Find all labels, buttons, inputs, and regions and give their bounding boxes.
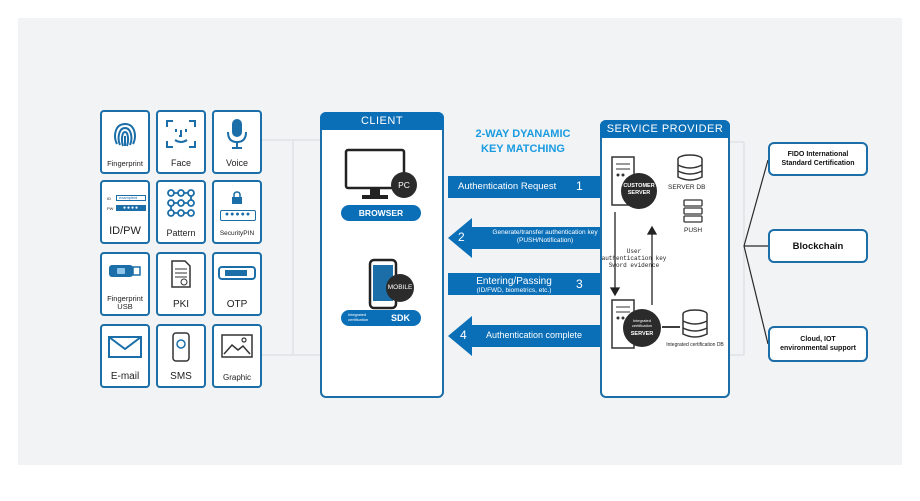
step-3-text: Entering/Passing (ID/FWD, biometrics, et…: [458, 276, 570, 295]
method-graphic: Graphic: [212, 324, 262, 388]
pw-field-label: PW: [107, 206, 114, 211]
mobile-badge: MOBILE: [386, 274, 414, 302]
evidence-label: User authentication key Sword evidence: [596, 248, 672, 269]
heading-line1: 2-WAY DYANAMIC: [475, 128, 571, 140]
service-provider-title: SERVICE PROVIDER: [600, 120, 730, 138]
step-2-line1: Generate/transfer authentication key: [492, 229, 598, 236]
sdk-label: Integrated certification SDK: [341, 310, 421, 326]
microphone-icon: [227, 119, 247, 149]
usb-icon: [109, 265, 141, 277]
step-4-text: Authentication complete: [486, 330, 583, 340]
integrated-db-icon: [682, 309, 708, 338]
method-label: SecurityPIN: [219, 230, 255, 238]
pin-dots-icon: ●●●●●: [220, 210, 256, 221]
method-label: Graphic: [222, 372, 251, 382]
step-4-number: 4: [460, 328, 467, 342]
method-fingerprint: Fingerprint: [100, 110, 150, 174]
method-fingerprint-usb: Fingerprint USB: [100, 252, 150, 316]
method-pki: PKI: [156, 252, 206, 316]
push-label: PUSH: [684, 227, 703, 234]
pw-field-icon: ●●●●: [116, 205, 146, 211]
server-db-label: SERVER DB: [668, 184, 706, 191]
step-2-number: 2: [458, 230, 465, 244]
customer-server-label: CUSTOMER SERVER: [623, 183, 655, 196]
integrated-server-badge: Integrated certification SERVER: [623, 309, 661, 347]
step-2-text: Generate/transfer authentication key (PU…: [479, 229, 611, 245]
blockchain-label: Blockchain: [792, 240, 844, 252]
monitor-icon: [344, 148, 406, 199]
step-1-text: Authentication Request: [458, 181, 557, 192]
image-icon: [221, 334, 253, 358]
step-1-number: 1: [576, 179, 583, 193]
id-field-label: ID: [107, 196, 111, 201]
pc-badge: PC: [391, 172, 417, 198]
method-label: ID/PW: [109, 225, 141, 238]
fido-line1: FIDO International: [787, 151, 849, 158]
method-label: Fingerprint USB: [107, 294, 143, 312]
customer-server-badge: CUSTOMER SERVER: [621, 173, 657, 209]
server-db-link: [662, 326, 680, 328]
integrated-db-label: Integrated certification DB: [666, 342, 724, 348]
pattern-icon: [167, 189, 195, 217]
method-label: Face: [170, 157, 191, 168]
arrow-step-4: [448, 316, 618, 356]
method-securitypin: ●●●●● SecurityPIN: [212, 180, 262, 244]
method-label: PKI: [172, 298, 190, 310]
cloud-line2: environmental support: [780, 345, 856, 352]
fido-certification-box: FIDO International Standard Certificatio…: [768, 142, 868, 176]
method-label: E-mail: [110, 370, 140, 382]
envelope-icon: [108, 336, 142, 358]
diagram-heading: 2-WAY DYANAMIC KEY MATCHING: [458, 127, 588, 157]
sdk-prefix: Integrated certification: [348, 312, 369, 322]
method-label: OTP: [226, 298, 248, 310]
method-sms: SMS: [156, 324, 206, 388]
heading-line2: KEY MATCHING: [481, 143, 565, 155]
method-label: SMS: [170, 370, 192, 382]
step-3-line2: (ID/FWD, biometrics, etc.): [476, 287, 552, 294]
arrow-step-3: [448, 264, 618, 304]
cloud-line1: Cloud, IOT: [800, 336, 836, 343]
evidence-line1: User: [626, 248, 642, 255]
step-3-number: 3: [576, 277, 583, 291]
fido-line2: Standard Certification: [781, 160, 855, 167]
method-id-pw: ID exampleid PW ●●●● ID/PW: [100, 180, 150, 244]
method-label: Pattern: [166, 227, 196, 238]
arrow-step-2: [448, 218, 618, 258]
method-face: Face: [156, 110, 206, 174]
blockchain-box: Blockchain: [768, 229, 868, 263]
method-otp: OTP: [212, 252, 262, 316]
evidence-line3: Sword evidence: [608, 262, 660, 269]
cloud-iot-box: Cloud, IOT environmental support: [768, 326, 868, 362]
document-icon: [171, 260, 191, 288]
fingerprint-icon: [114, 122, 136, 147]
integrated-server-label: SERVER: [630, 331, 654, 337]
method-pattern: Pattern: [156, 180, 206, 244]
phone-icon: [172, 332, 190, 362]
arrow-step-1: [448, 167, 618, 207]
client-title: CLIENT: [320, 112, 444, 130]
evidence-line2: authentication key: [601, 255, 667, 262]
method-label: Voice: [225, 157, 249, 168]
face-icon: [166, 120, 196, 148]
method-email: E-mail: [100, 324, 150, 388]
database-icon: [677, 154, 703, 181]
step-3-line1: Entering/Passing: [476, 276, 552, 287]
browser-label: BROWSER: [341, 205, 421, 221]
id-field: exampleid: [116, 195, 146, 201]
lock-icon: [232, 191, 242, 204]
sdk-text: SDK: [391, 313, 411, 323]
step-2-line2: (PUSH/Notification): [516, 237, 574, 244]
integrated-server-prefix: Integrated certification: [631, 318, 653, 328]
method-label: Fingerprint: [107, 159, 143, 169]
otp-icon: [218, 266, 256, 280]
push-server-icon: [683, 199, 703, 223]
method-voice: Voice: [212, 110, 262, 174]
